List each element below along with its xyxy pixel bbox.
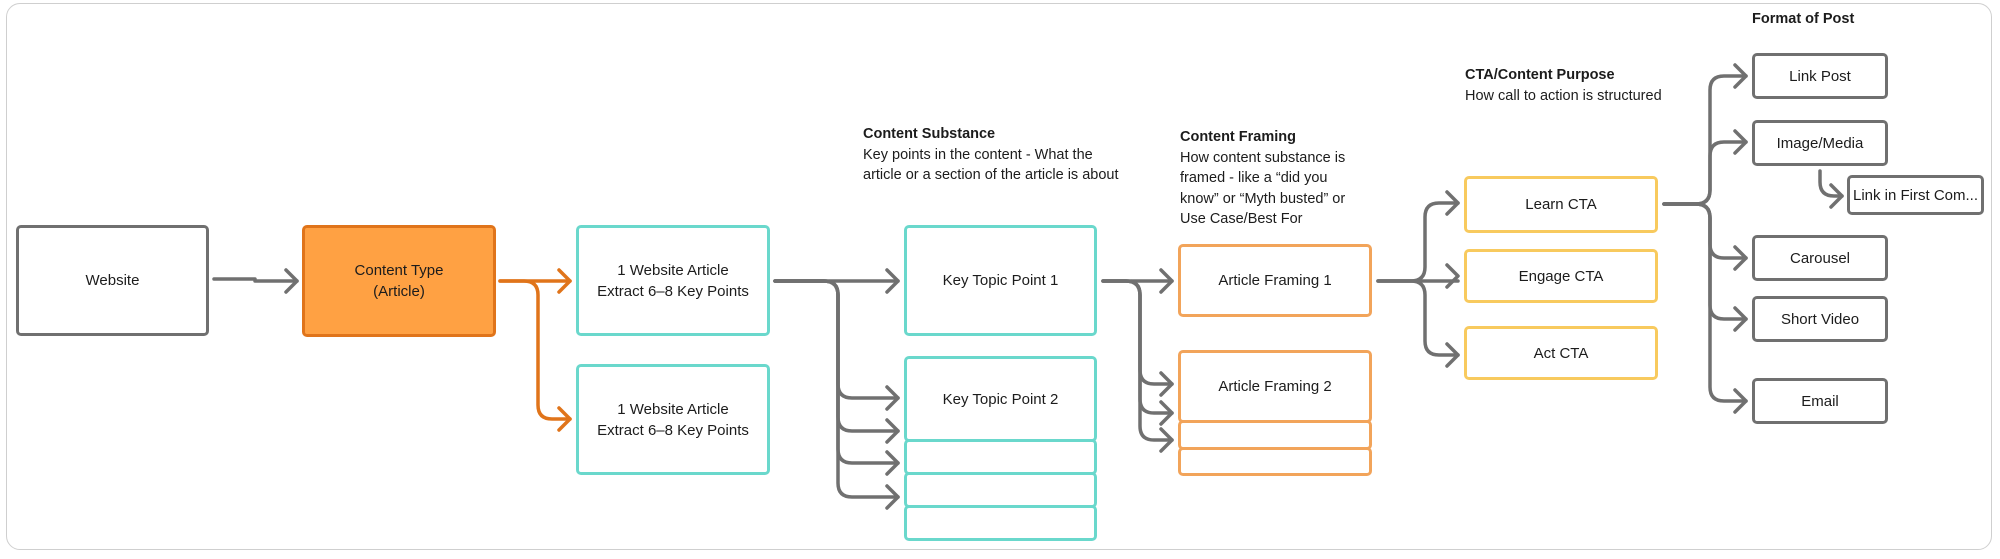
node-act-cta[interactable]: Act CTA bbox=[1464, 326, 1658, 380]
arrowhead-icon bbox=[1733, 63, 1748, 89]
note-content-framing-heading: Content Framing bbox=[1180, 129, 1296, 145]
arrowhead-icon bbox=[1159, 371, 1174, 397]
arrowhead-icon bbox=[1159, 427, 1174, 453]
connector-line bbox=[498, 279, 572, 421]
arrowhead-icon bbox=[1445, 190, 1460, 216]
node-article-framing-2-label: Article Framing 2 bbox=[1218, 378, 1332, 395]
node-website[interactable]: Website bbox=[16, 225, 209, 336]
note-content-framing-text: How content substance is framed - like a… bbox=[1180, 149, 1346, 228]
node-image-media-label: Image/Media bbox=[1776, 134, 1864, 152]
arrowhead-icon bbox=[885, 268, 900, 294]
arrowhead-icon bbox=[885, 450, 900, 476]
key-topic-stack-layer bbox=[904, 439, 1097, 475]
node-engage-cta-label: Engage CTA bbox=[1518, 267, 1604, 285]
note-content-substance-heading: Content Substance bbox=[863, 126, 996, 142]
connector-line bbox=[1101, 279, 1174, 442]
arrowhead-icon bbox=[1733, 306, 1748, 332]
node-link-post[interactable]: Link Post bbox=[1752, 53, 1888, 99]
node-article-1[interactable]: 1 Website Article Extract 6–8 Key Points bbox=[576, 225, 770, 336]
node-key-topic-2[interactable]: Key Topic Point 2 bbox=[904, 356, 1097, 442]
key-topic-stack-layer bbox=[904, 505, 1097, 541]
node-short-video-label: Short Video bbox=[1780, 310, 1860, 328]
node-carousel[interactable]: Carousel bbox=[1752, 235, 1888, 281]
note-content-substance: Content Substance Key points in the cont… bbox=[863, 124, 1123, 186]
node-email[interactable]: Email bbox=[1752, 378, 1888, 424]
node-article-1-label: 1 Website Article Extract 6–8 Key Points bbox=[597, 261, 749, 300]
arrowhead-icon bbox=[1445, 342, 1460, 368]
key-topic-stack-layer bbox=[904, 472, 1097, 508]
node-content-type-label: Content Type (Article) bbox=[354, 262, 444, 300]
note-cta-purpose-heading: CTA/Content Purpose bbox=[1465, 67, 1615, 83]
node-article-2-label: 1 Website Article Extract 6–8 Key Points bbox=[597, 400, 749, 439]
node-learn-cta[interactable]: Learn CTA bbox=[1464, 176, 1658, 233]
arrowhead-icon bbox=[1733, 388, 1748, 414]
note-content-substance-text: Key points in the content - What the art… bbox=[863, 146, 1119, 184]
arrowhead-icon bbox=[885, 385, 900, 411]
node-short-video[interactable]: Short Video bbox=[1752, 296, 1888, 342]
node-article-framing-1-label: Article Framing 1 bbox=[1218, 272, 1332, 289]
connector-line bbox=[1818, 169, 1844, 198]
node-article-2[interactable]: 1 Website Article Extract 6–8 Key Points bbox=[576, 364, 770, 475]
note-cta-purpose-text: How call to action is structured bbox=[1465, 87, 1662, 104]
arrowhead-icon bbox=[557, 406, 572, 432]
node-image-media[interactable]: Image/Media bbox=[1752, 120, 1888, 166]
connector-line bbox=[1662, 202, 1748, 321]
arrowhead-icon bbox=[885, 484, 900, 510]
arrowhead-icon bbox=[1733, 245, 1748, 271]
node-learn-cta-label: Learn CTA bbox=[1525, 196, 1597, 213]
node-link-in-first-comment-label: Link in First Com... bbox=[1852, 186, 1979, 204]
connector-line bbox=[773, 279, 900, 499]
connector-line bbox=[1101, 279, 1174, 386]
connector-line bbox=[212, 277, 299, 283]
arrowhead-icon bbox=[1445, 263, 1460, 289]
node-article-framing-1[interactable]: Article Framing 1 bbox=[1178, 244, 1372, 317]
node-act-cta-label: Act CTA bbox=[1533, 344, 1589, 362]
connector-line bbox=[1662, 140, 1748, 206]
arrowhead-icon bbox=[557, 268, 572, 294]
node-key-topic-2-label: Key Topic Point 2 bbox=[942, 390, 1059, 408]
node-email-label: Email bbox=[1801, 392, 1839, 410]
note-cta-purpose: CTA/Content Purpose How call to action i… bbox=[1465, 65, 1665, 106]
node-engage-cta[interactable]: Engage CTA bbox=[1464, 249, 1658, 303]
node-link-post-label: Link Post bbox=[1789, 67, 1851, 85]
connector-line bbox=[1662, 202, 1748, 403]
note-format-of-post-heading: Format of Post bbox=[1752, 11, 1855, 27]
connector-line bbox=[1662, 74, 1748, 206]
arrowhead-icon bbox=[1829, 183, 1844, 209]
note-content-framing: Content Framing How content substance is… bbox=[1180, 127, 1370, 230]
node-content-type[interactable]: Content Type (Article) bbox=[302, 225, 496, 337]
arrowhead-icon bbox=[1733, 129, 1748, 155]
arrowhead-icon bbox=[885, 418, 900, 444]
arrowhead-icon bbox=[1159, 400, 1174, 426]
note-format-of-post: Format of Post bbox=[1752, 9, 1952, 30]
connector-line bbox=[1662, 202, 1748, 260]
node-website-label: Website bbox=[85, 272, 140, 289]
framing-stack-layer bbox=[1178, 447, 1372, 476]
node-link-in-first-comment[interactable]: Link in First Com... bbox=[1847, 175, 1984, 215]
arrowhead-icon bbox=[284, 268, 299, 294]
connector-line bbox=[1376, 279, 1460, 357]
node-carousel-label: Carousel bbox=[1789, 249, 1851, 267]
node-article-framing-2[interactable]: Article Framing 2 bbox=[1178, 350, 1372, 423]
framing-stack-layer bbox=[1178, 420, 1372, 450]
arrowhead-icon bbox=[1159, 268, 1174, 294]
node-key-topic-1[interactable]: Key Topic Point 1 bbox=[904, 225, 1097, 336]
node-key-topic-1-label: Key Topic Point 1 bbox=[942, 272, 1059, 289]
